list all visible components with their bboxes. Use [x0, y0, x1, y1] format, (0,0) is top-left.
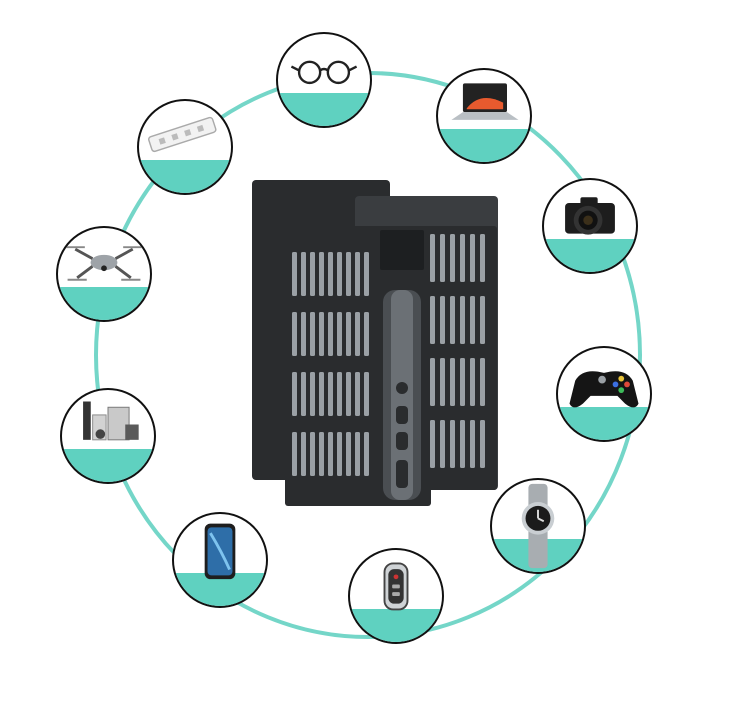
bit [301, 432, 306, 476]
bit [430, 420, 435, 468]
bit [480, 296, 485, 344]
camera-badge [542, 178, 638, 274]
bit [470, 296, 475, 344]
bit [292, 432, 297, 476]
bit [292, 312, 297, 356]
game-controller-badge [556, 346, 652, 442]
bit [440, 358, 445, 406]
bit [301, 372, 306, 416]
bit [292, 372, 297, 416]
bit [337, 252, 342, 296]
bit [346, 432, 351, 476]
home-appliances-badge [60, 388, 156, 484]
drone-badge [56, 226, 152, 322]
game-controller-icon [569, 371, 639, 408]
smartphone-badge [172, 512, 268, 608]
bit [310, 252, 315, 296]
smartphone-icon [204, 523, 236, 580]
bit [364, 372, 369, 416]
car-key-fob-badge [348, 548, 444, 644]
bit [480, 234, 485, 282]
bit [355, 372, 360, 416]
bit [292, 252, 297, 296]
bit [346, 312, 351, 356]
bit [430, 234, 435, 282]
bit [319, 312, 324, 356]
bit [328, 312, 333, 356]
bit [310, 432, 315, 476]
bit [460, 296, 465, 344]
bit [337, 432, 342, 476]
bit [346, 252, 351, 296]
bit [337, 372, 342, 416]
bit [319, 432, 324, 476]
bit [460, 420, 465, 468]
bit [310, 312, 315, 356]
bit [355, 312, 360, 356]
bit [460, 358, 465, 406]
bit [346, 372, 351, 416]
bit [337, 312, 342, 356]
bit [440, 234, 445, 282]
bit [450, 234, 455, 282]
power-strip-badge [137, 99, 233, 195]
bit [319, 372, 324, 416]
bit [319, 252, 324, 296]
bit [480, 420, 485, 468]
bit [470, 358, 475, 406]
bit [460, 234, 465, 282]
bit [430, 358, 435, 406]
bit [364, 312, 369, 356]
bit [355, 252, 360, 296]
car-key-fob-icon [383, 562, 409, 611]
bit [430, 296, 435, 344]
laptop-icon [451, 83, 519, 120]
power-strip-icon [148, 116, 217, 153]
bit [328, 252, 333, 296]
wristwatch-icon [521, 483, 555, 569]
bit [450, 420, 455, 468]
bit [450, 358, 455, 406]
bit [480, 358, 485, 406]
home-appliances-icon [83, 401, 139, 441]
bit [328, 432, 333, 476]
drone-icon [65, 246, 143, 281]
camera-icon [565, 197, 615, 235]
bit [301, 312, 306, 356]
bit [364, 432, 369, 476]
bit [470, 420, 475, 468]
laptop-badge [436, 68, 532, 164]
eyeglasses-icon [290, 60, 358, 85]
bit [364, 252, 369, 296]
bit [355, 432, 360, 476]
bit [310, 372, 315, 416]
bit [440, 296, 445, 344]
bit [328, 372, 333, 416]
bit [440, 420, 445, 468]
bit [470, 234, 475, 282]
bit [301, 252, 306, 296]
bit [450, 296, 455, 344]
eyeglasses-badge [276, 32, 372, 128]
wristwatch-badge [490, 478, 586, 574]
